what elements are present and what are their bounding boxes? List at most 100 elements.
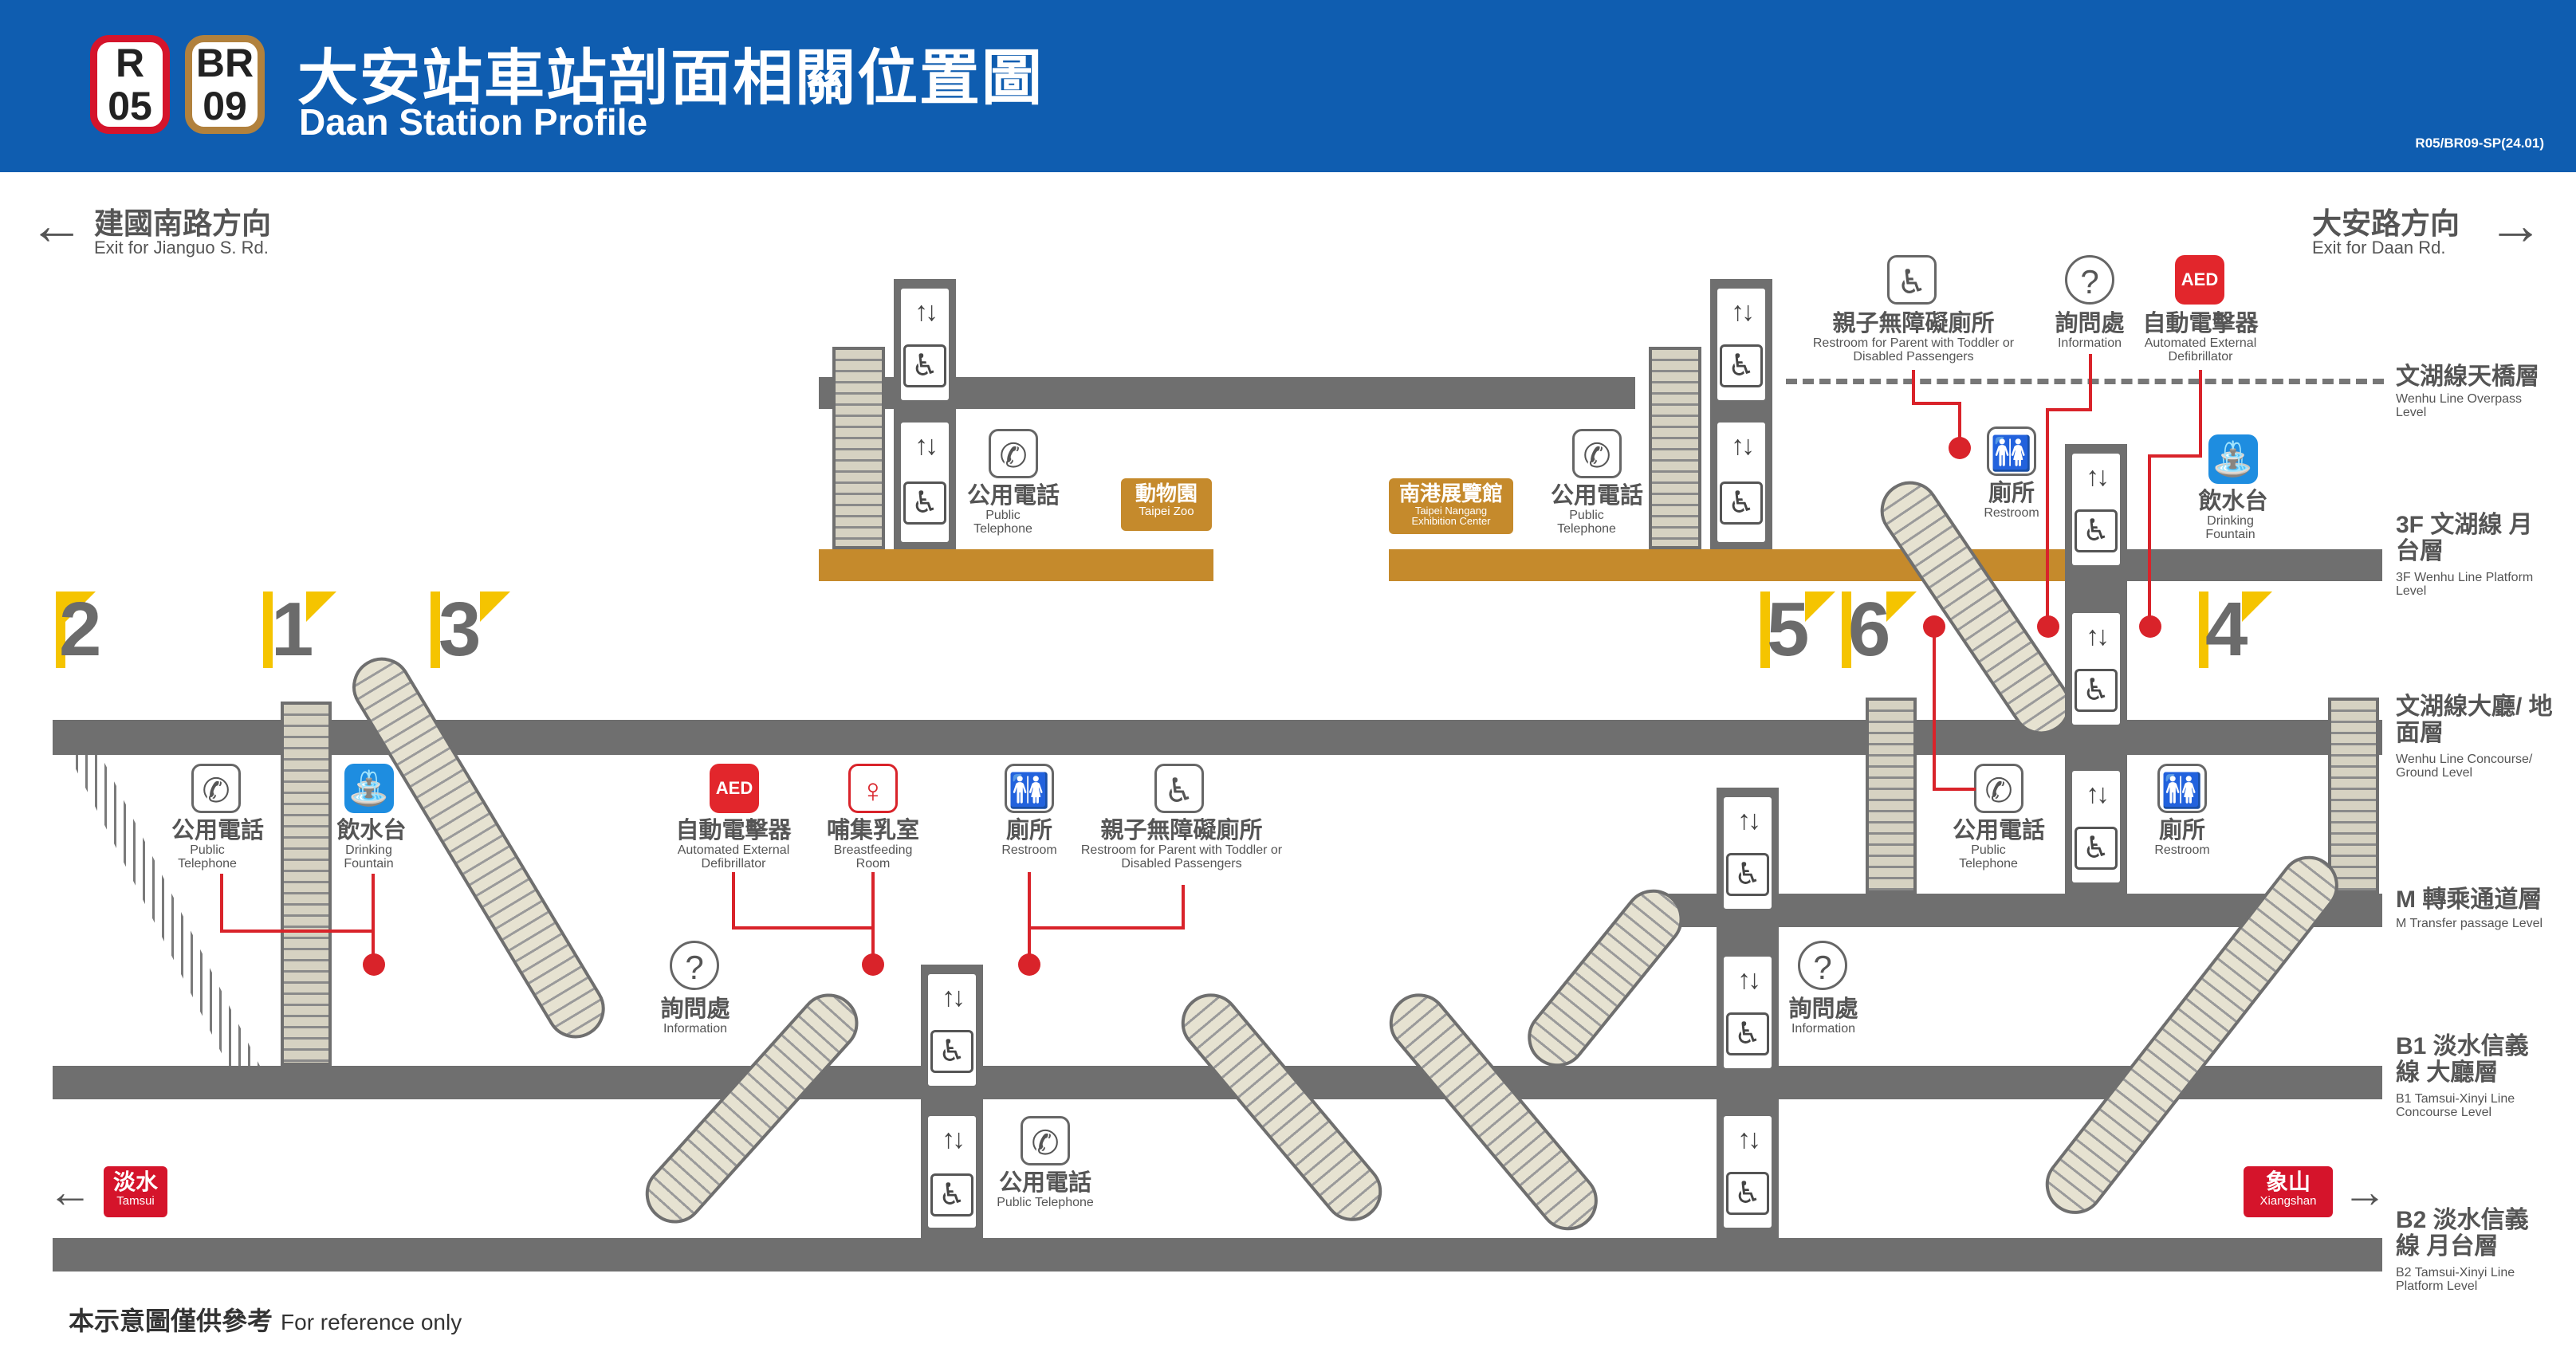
left-arrow-icon: ← <box>48 1166 92 1216</box>
aed-icon: AED <box>710 764 759 813</box>
up-down-arrow-icon: ↑↓ <box>914 430 938 461</box>
direction-taipei-zoo: 動物園 Taipei Zoo <box>1121 478 1212 531</box>
facility-public-telephone: 公用電話 Public Telephone <box>966 483 1060 536</box>
badge-station-number: 05 <box>108 84 152 128</box>
level-b1-en: B1 Tamsui-Xinyi Line Concourse Level <box>2396 1092 2515 1119</box>
telephone-icon: ✆ <box>989 429 1038 478</box>
stairway <box>281 702 332 1066</box>
restroom-icon: 🚻 <box>1987 426 2036 476</box>
location-dot <box>862 953 884 976</box>
line-badge-brown: BR 09 <box>185 35 265 134</box>
page-subtitle: Daan Station Profile <box>299 101 648 143</box>
header-bar: R 05 BR 09 大安站車站剖面相關位置圖 Daan Station Pro… <box>0 0 2576 172</box>
level-overpass-zh: 文湖線天橋層 <box>2396 364 2539 390</box>
elevator: ↑↓ ♿ ↑↓ ♿ <box>921 965 983 1238</box>
up-down-arrow-icon: ↑↓ <box>1737 805 1761 835</box>
location-dot <box>1018 953 1040 976</box>
wheelchair-icon: ♿ <box>1720 481 1763 525</box>
wheelchair-icon: ♿ <box>1726 1012 1769 1055</box>
telephone-icon: ✆ <box>1974 764 2023 813</box>
location-dot <box>1949 437 1971 459</box>
facility-accessible-restroom: 親子無障礙廁所 Restroom for Parent with Toddler… <box>1080 818 1283 871</box>
level-concourse-zh: 文湖線大廳/ 地面層 <box>2396 694 2553 746</box>
wheelchair-icon: ♿ <box>903 344 946 387</box>
location-dot <box>2139 615 2161 638</box>
facility-restroom: 廁所 Restroom <box>1984 481 2039 520</box>
level-b1-zh: B1 淡水信義線 大廳層 <box>2396 1033 2529 1086</box>
stairway <box>2328 698 2379 894</box>
facility-public-telephone: 公用電話 Public Telephone <box>1550 483 1644 536</box>
map-code: R05/BR09-SP(24.01) <box>2415 136 2544 151</box>
level-3f-en: 3F Wenhu Line Platform Level <box>2396 571 2534 598</box>
wheelchair-icon: ♿ <box>1726 1172 1769 1215</box>
facility-drinking-fountain: 飲水台 Drinking Fountain <box>336 818 407 871</box>
wheelchair-icon: ♿ <box>2075 669 2118 712</box>
drinking-fountain-icon: ⛲ <box>344 764 394 813</box>
facility-information: 詢問處 Information <box>2055 311 2125 350</box>
elevator: ↑↓ ♿ ↑↓ ♿ ↑↓ ♿ <box>1717 788 1779 1238</box>
page-title: 大安站車站剖面相關位置圖 <box>297 45 1044 112</box>
accessible-restroom-icon: ♿ <box>1154 764 1204 813</box>
facility-drinking-fountain: 飲水台 Drinking Fountain <box>2198 489 2268 541</box>
up-down-arrow-icon: ↑↓ <box>1731 430 1755 461</box>
facility-aed: 自動電擊器 Automated External Defibrillator <box>2142 311 2259 364</box>
level-b2-en: B2 Tamsui-Xinyi Line Platform Level <box>2396 1266 2515 1293</box>
up-down-arrow-icon: ↑↓ <box>1737 1124 1761 1154</box>
facility-restroom: 廁所 Restroom <box>2154 818 2210 857</box>
facility-information: 詢問處 Information <box>660 996 730 1036</box>
facility-public-telephone: 公用電話 Public Telephone <box>1952 818 2046 871</box>
level-concourse-en: Wenhu Line Concourse/ Ground Level <box>2396 753 2533 780</box>
exit-number-2: 2 <box>59 587 102 672</box>
facility-accessible-restroom: 親子無障礙廁所 Restroom for Parent with Toddler… <box>1812 311 2015 364</box>
wheelchair-icon: ♿ <box>1726 853 1769 896</box>
restroom-icon: 🚻 <box>1005 764 1054 813</box>
exit-number-5: 5 <box>1767 587 1810 672</box>
up-down-arrow-icon: ↑↓ <box>942 982 966 1012</box>
wheelchair-icon: ♿ <box>930 1173 973 1216</box>
wheelchair-icon: ♿ <box>1720 344 1763 387</box>
up-down-arrow-icon: ↑↓ <box>942 1124 966 1154</box>
telephone-icon: ✆ <box>1572 429 1622 478</box>
wheelchair-icon: ♿ <box>930 1030 973 1073</box>
telephone-icon: ✆ <box>1021 1116 1070 1165</box>
wenhu-platform-left <box>819 549 1213 581</box>
level-3f-zh: 3F 文湖線 月台層 <box>2396 512 2533 564</box>
location-dot <box>363 953 385 976</box>
direction-nangang-exhibition-center: 南港展覽館 Taipei Nangang Exhibition Center <box>1389 478 1513 534</box>
exit-number-4: 4 <box>2205 587 2248 672</box>
b2-slab <box>53 1238 2382 1271</box>
right-arrow-icon: → <box>2342 1166 2387 1216</box>
level-b2-zh: B2 淡水信義線 月台層 <box>2396 1207 2529 1260</box>
stairway <box>1866 698 1917 894</box>
elevator: ↑↓ ♿ ↑↓ ♿ <box>894 279 956 549</box>
direction-left-en: Exit for Jianguo S. Rd. <box>94 238 269 257</box>
elevator: ↑↓ ♿ ↑↓ ♿ ↑↓ ♿ <box>2065 444 2127 894</box>
direction-left-zh: 建國南路方向 <box>94 207 271 240</box>
breastfeeding-icon: ♀ <box>848 764 898 813</box>
up-down-arrow-icon: ↑↓ <box>2086 462 2110 492</box>
up-down-arrow-icon: ↑↓ <box>2086 621 2110 651</box>
level-transfer-zh: M 轉乘通道層 <box>2396 886 2543 913</box>
level-overpass-en: Wenhu Line Overpass Level <box>2396 392 2523 419</box>
facility-restroom: 廁所 Restroom <box>1001 818 1057 857</box>
right-arrow-icon: → <box>2488 194 2543 256</box>
level-transfer-en: M Transfer passage Level <box>2396 917 2543 930</box>
up-down-arrow-icon: ↑↓ <box>2086 779 2110 809</box>
drinking-fountain-icon: ⛲ <box>2208 434 2258 484</box>
exit-number-6: 6 <box>1848 587 1891 672</box>
facility-information: 詢問處 Information <box>1788 996 1858 1036</box>
facility-public-telephone: 公用電話 Public Telephone <box>997 1170 1094 1209</box>
up-down-arrow-icon: ↑↓ <box>1737 965 1761 995</box>
badge-line-code: BR <box>195 41 254 85</box>
terminus-tamsui: 淡水 Tamsui <box>104 1166 167 1217</box>
telephone-icon: ✆ <box>191 764 241 813</box>
line-badge-red: R 05 <box>90 35 170 134</box>
facility-aed: 自動電擊器 Automated External Defibrillator <box>675 818 792 871</box>
information-icon: ? <box>1798 941 1847 990</box>
direction-right-zh: 大安路方向 <box>2312 207 2460 240</box>
stairway <box>832 347 885 549</box>
wheelchair-icon: ♿ <box>2075 509 2118 552</box>
restroom-icon: 🚻 <box>2157 764 2207 813</box>
up-down-arrow-icon: ↑↓ <box>914 297 938 327</box>
